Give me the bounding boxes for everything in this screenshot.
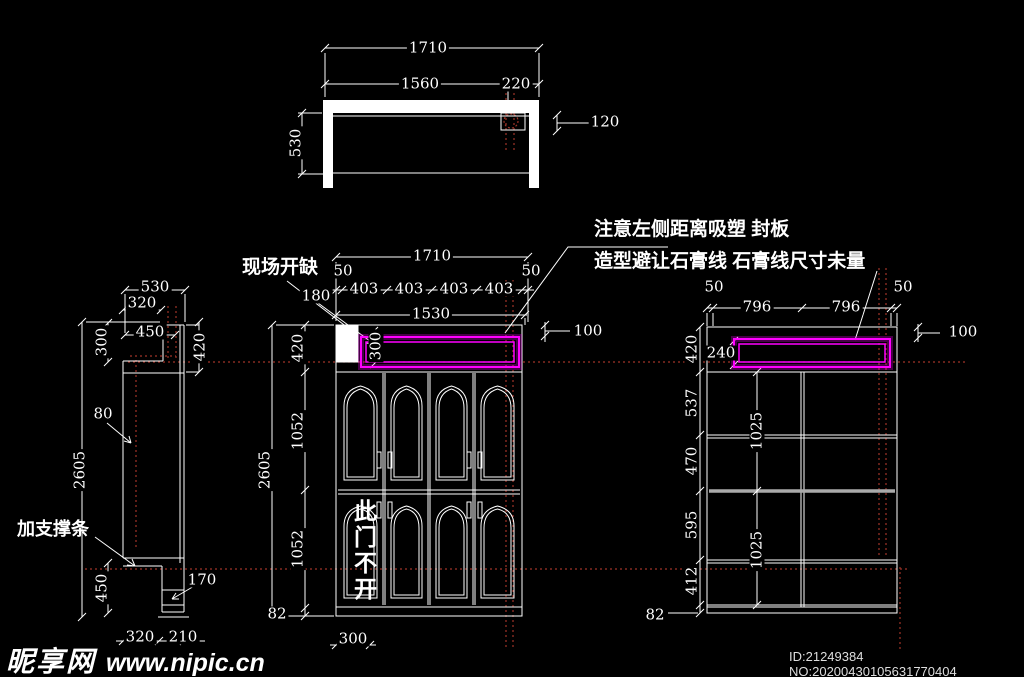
dim-carcass-seg4: 412 <box>682 564 701 598</box>
dim-side-foot: 170 <box>185 570 219 589</box>
note-door-locked: 此门不开 <box>350 499 377 603</box>
note-line1: 注意左侧距离吸塑 封板 <box>594 219 790 240</box>
dim-carcass-trim-height: 240 <box>704 343 738 362</box>
dim-front-total: 1710 <box>410 246 454 265</box>
note-line2: 造型避让石膏线 石膏线尺寸未量 <box>594 251 866 272</box>
dim-side-inset-top: 320 <box>125 293 159 312</box>
front-trim-highlight <box>358 334 522 370</box>
dim-front-edge-left: 50 <box>331 261 355 280</box>
dim-carcass-seg3: 595 <box>682 508 701 542</box>
dim-front-inner: 1530 <box>409 304 453 323</box>
dim-carcass-seg2: 470 <box>682 444 701 478</box>
dim-front-trim-offset: 100 <box>571 321 605 340</box>
dim-front-door2: 403 <box>392 279 426 298</box>
dim-front-edge-right: 50 <box>519 261 543 280</box>
dim-front-base: 82 <box>265 604 289 623</box>
construction-lines <box>85 88 965 652</box>
dim-side-inset-mid: 450 <box>133 322 167 341</box>
dim-side-leg: 450 <box>92 571 111 605</box>
image-id-text: ID:21249384 NO:20200430105631770404 <box>789 649 957 677</box>
dim-carcass-top: 420 <box>682 332 701 366</box>
top-view-lines <box>297 43 592 179</box>
dim-front-door3: 403 <box>437 279 471 298</box>
dim-carcass-edge-left: 50 <box>702 277 726 296</box>
dim-carcass-edge-right: 50 <box>891 277 915 296</box>
dim-carcass-bay-lower: 1025 <box>747 528 766 572</box>
front-elevation <box>267 252 570 650</box>
dim-plan-gap: 120 <box>588 112 622 131</box>
dim-side-top: 420 <box>190 330 209 364</box>
watermark-site-url: www.nipic.cn <box>106 649 265 677</box>
dim-plan-right: 220 <box>499 74 533 93</box>
dim-front-height-top: 420 <box>288 331 307 365</box>
note-support-strip: 加支撑条 <box>17 519 89 539</box>
dim-plan-depth: 530 <box>286 126 305 160</box>
watermark-site-name: 昵享网 <box>6 646 97 677</box>
dim-side-back-gap: 80 <box>91 404 115 423</box>
dim-side-notch: 300 <box>92 325 111 359</box>
dim-side-height-total: 2605 <box>70 448 89 492</box>
dim-side-depth: 530 <box>138 277 172 296</box>
dim-front-upper-door: 1052 <box>288 409 307 453</box>
carcass-trim-highlight <box>731 336 893 370</box>
dim-carcass-trim-offset: 100 <box>946 322 980 341</box>
plan-pipe-circle <box>503 113 519 129</box>
dim-side-base-front: 320 <box>123 627 157 646</box>
site-cut-notch <box>335 324 359 363</box>
dim-plan-left: 1560 <box>398 74 442 93</box>
dim-carcass-seg1: 537 <box>682 386 701 420</box>
dim-site-cut-offset: 180 <box>299 286 333 305</box>
top-view-solid <box>323 100 539 188</box>
dim-front-lower-door: 1052 <box>288 527 307 571</box>
dim-carcass-base: 82 <box>643 605 667 624</box>
dim-carcass-bay-right: 796 <box>829 297 863 316</box>
door-handles <box>376 451 483 519</box>
watermark: 昵享网 www.nipic.cn <box>6 640 265 677</box>
plan-detail-box <box>500 112 526 131</box>
note-site-cut: 现场开缺 <box>242 257 319 278</box>
dim-side-base-back: 210 <box>166 627 200 646</box>
dim-front-door1: 403 <box>347 279 381 298</box>
dim-front-door4: 403 <box>482 279 516 298</box>
carcass-elevation <box>668 303 940 618</box>
dim-plan-total: 1710 <box>406 38 450 57</box>
dim-carcass-bay-upper: 1025 <box>747 409 766 453</box>
dim-front-trim-height: 300 <box>366 329 385 363</box>
dim-front-height-total: 2605 <box>255 448 274 492</box>
dim-front-plinth: 300 <box>336 629 370 648</box>
dim-carcass-bay-left: 796 <box>740 297 774 316</box>
